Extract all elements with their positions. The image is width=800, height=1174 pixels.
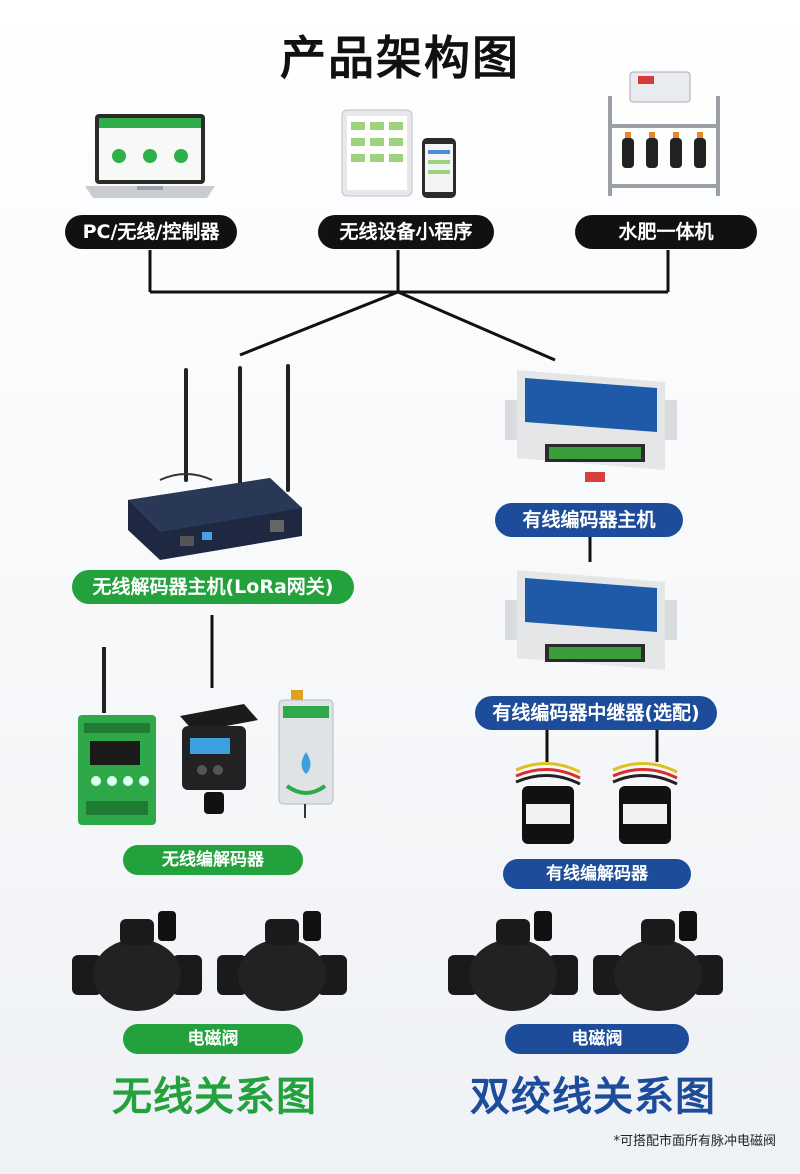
label-wireless-decoder: 无线编解码器 xyxy=(123,845,303,875)
label-wired-host: 有线编码器主机 xyxy=(495,503,683,537)
solenoid-valve-icon-wireless xyxy=(72,905,352,1015)
wired-decoder-icon-2 xyxy=(605,750,683,848)
label-wired-decoder: 有线编解码器 xyxy=(503,859,691,889)
label-wireless-gateway: 无线解码器主机(LoRa网关) xyxy=(72,570,354,604)
fertigation-machine-icon xyxy=(600,66,730,200)
label-valve-wireless: 电磁阀 xyxy=(123,1024,303,1054)
label-valve-wired: 电磁阀 xyxy=(505,1024,689,1054)
battery-decoder-icon xyxy=(275,690,337,820)
label-pc-controller: PC/无线/控制器 xyxy=(65,215,237,249)
wired-decoder-icon-1 xyxy=(508,750,586,848)
footnote: *可搭配市面所有脉冲电磁阀 xyxy=(613,1130,776,1149)
label-fertigation-machine: 水肥一体机 xyxy=(575,215,757,249)
wired-encoder-host-icon xyxy=(505,360,677,490)
solenoid-valve-icon-wired xyxy=(448,905,728,1015)
caption-wireless: 无线关系图 xyxy=(112,1064,317,1122)
label-mini-program: 无线设备小程序 xyxy=(318,215,494,249)
wireless-controller-icon xyxy=(72,645,162,830)
lora-gateway-icon xyxy=(120,360,310,560)
caption-wired: 双绞线关系图 xyxy=(470,1064,716,1122)
wired-repeater-icon xyxy=(505,562,677,690)
solar-decoder-icon xyxy=(172,700,262,820)
tablet-phone-icon xyxy=(340,108,465,200)
label-wired-repeater: 有线编码器中继器(选配) xyxy=(475,696,717,730)
laptop-icon xyxy=(85,112,215,200)
